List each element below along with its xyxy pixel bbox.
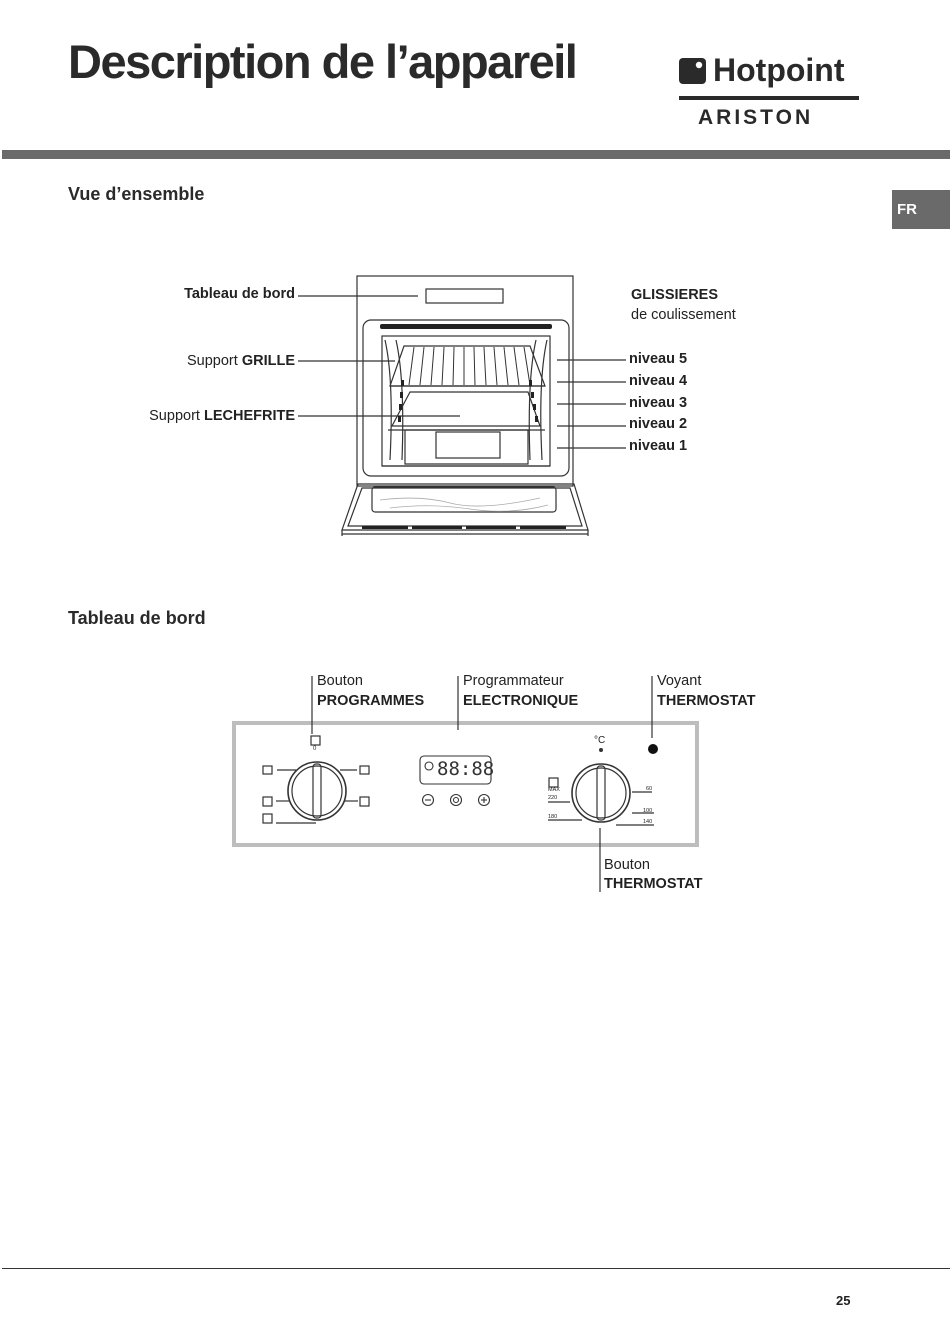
label-bouton-thermostat-1: Bouton [604, 857, 650, 873]
programmer-display-digits: 88:88 [437, 758, 495, 780]
overview-heading: Vue d’ensemble [68, 184, 205, 204]
label-programmateur-1: Programmateur [463, 673, 564, 689]
label-bouton-programmes-2: PROGRAMMES [317, 693, 425, 709]
label-bouton-programmes-1: Bouton [317, 673, 363, 689]
brand-logo: Hotpoint ARISTON [678, 52, 860, 132]
temp-label-140: 140 [643, 819, 653, 825]
label-niveau-3: niveau 3 [629, 395, 688, 411]
control-panel-illustration [232, 676, 699, 892]
brand-sub: ARISTON [698, 106, 814, 129]
page-title: Description de l’appareil [68, 35, 578, 88]
label-niveau-5: niveau 5 [629, 351, 688, 367]
temp-label-max: MAX [548, 787, 560, 793]
control-panel-heading: Tableau de bord [68, 608, 206, 628]
temp-label-60: 60 [646, 786, 653, 792]
label-voyant-2: THERMOSTAT [657, 693, 756, 709]
label-programmateur-2: ELECTRONIQUE [463, 693, 579, 709]
label-tableau-de-bord: Tableau de bord [184, 286, 295, 302]
language-tab[interactable]: FR [892, 190, 950, 229]
label-niveau-4: niveau 4 [629, 373, 688, 389]
label-glissieres: GLISSIERES [631, 287, 719, 303]
label-support-grille: Support GRILLE [187, 353, 295, 369]
oven-illustration [298, 275, 626, 536]
label-niveau-2: niveau 2 [629, 416, 688, 432]
program-knob-zero: 0 [313, 746, 317, 752]
brand-name: Hotpoint [713, 52, 845, 88]
label-support-lechefrite: Support LECHEFRITE [149, 408, 295, 424]
degree-symbol: °C [594, 735, 606, 746]
header-rule [2, 150, 950, 159]
temp-label-180: 180 [548, 814, 558, 820]
label-glissieres-sub: de coulissement [631, 307, 736, 323]
temp-label-100: 100 [643, 808, 653, 814]
label-bouton-thermostat-2: THERMOSTAT [604, 876, 703, 892]
hotpoint-logo-icon [679, 58, 859, 100]
footer-rule [2, 1268, 950, 1269]
temp-label-220: 220 [548, 795, 558, 801]
label-niveau-1: niveau 1 [629, 438, 688, 454]
label-voyant-1: Voyant [657, 673, 702, 689]
page-number: 25 [836, 1293, 851, 1308]
